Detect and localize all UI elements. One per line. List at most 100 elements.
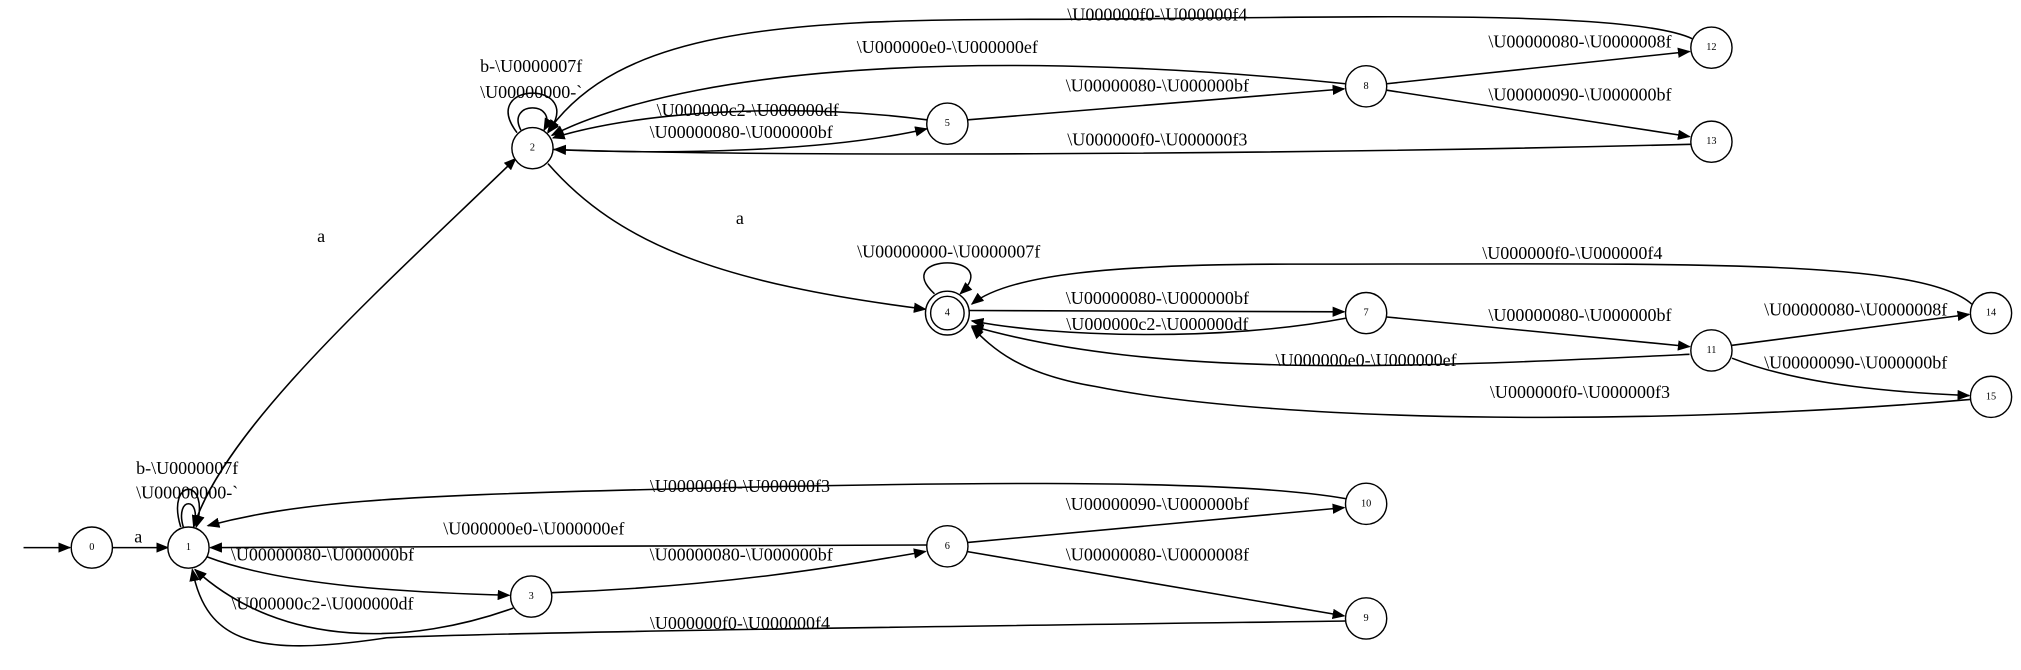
edge-13-to-2 xyxy=(553,143,1691,156)
edge-label: \U000000f0-\U000000f3 xyxy=(650,476,830,496)
edge-label: b-\U0000007f xyxy=(480,56,582,76)
edge-1-to-1 xyxy=(180,503,202,529)
state-node-5: 5 xyxy=(926,102,969,146)
state-circle xyxy=(70,526,114,569)
edge-3-to-1 xyxy=(193,568,514,635)
edge-8-to-2 xyxy=(550,64,1346,136)
edge-1-to-2 xyxy=(192,157,517,528)
state-node-13: 13 xyxy=(1690,120,1733,164)
edge-4-to-4 xyxy=(923,262,973,295)
state-label: 4 xyxy=(945,308,950,319)
edge-label: a xyxy=(134,526,142,546)
state-node-4: 4 xyxy=(924,290,970,336)
state-circle xyxy=(1969,375,2013,419)
state-circle xyxy=(1690,120,1733,164)
edge-11-to-14 xyxy=(1731,310,1971,347)
edge-label: \U00000080-\U000000bf xyxy=(1066,75,1249,95)
edge-label: \U00000080-\U000000bf xyxy=(650,544,833,564)
state-circle xyxy=(1344,291,1388,335)
edge-label: \U00000080-\U0000008f xyxy=(1764,300,1947,320)
edge-2-to-2 xyxy=(507,92,560,134)
accepting-inner-circle xyxy=(929,295,965,331)
state-label: 5 xyxy=(945,118,950,129)
edge-6-to-1 xyxy=(209,542,927,553)
state-circle xyxy=(1690,329,1733,372)
state-label: 14 xyxy=(1986,308,1996,319)
edge-label: b-\U0000007f xyxy=(136,458,238,478)
state-label: 9 xyxy=(1364,613,1369,624)
state-node-8: 8 xyxy=(1344,65,1388,108)
state-circle xyxy=(509,575,553,618)
edge-7-to-4 xyxy=(970,317,1346,336)
state-circle xyxy=(1690,26,1733,69)
state-node-1: 1 xyxy=(167,526,210,569)
state-circle xyxy=(926,524,969,568)
state-label: 10 xyxy=(1361,498,1371,509)
state-circle xyxy=(167,526,210,569)
state-label: 3 xyxy=(529,591,534,602)
edge-10-to-1 xyxy=(206,482,1346,528)
edge-label: \U00000000-` xyxy=(136,483,238,503)
edge-8-to-12 xyxy=(1386,47,1691,85)
edge-label: \U00000090-\U000000bf xyxy=(1764,353,1947,373)
edge-2-to-2 xyxy=(517,107,554,132)
state-node-7: 7 xyxy=(1344,291,1388,335)
edge-11-to-4 xyxy=(970,324,1690,367)
edge-5-to-2 xyxy=(551,109,927,140)
state-node-2: 2 xyxy=(511,126,554,170)
edge-9-to-1 xyxy=(189,568,1346,647)
edge-label: \U00000000-` xyxy=(480,82,582,102)
edge-label: \U00000080-\U0000008f xyxy=(1488,32,1671,52)
edge-label: \U00000080-\U000000bf xyxy=(650,122,833,142)
edge-label: \U00000080-\U000000bf xyxy=(1066,288,1249,308)
state-node-14: 14 xyxy=(1969,291,2013,335)
state-label: 15 xyxy=(1986,391,1996,402)
edge-6-to-10 xyxy=(967,503,1346,544)
edge-label: \U000000f0-\U000000f4 xyxy=(1482,243,1662,263)
edge-11-to-15 xyxy=(1731,357,1971,401)
state-node-11: 11 xyxy=(1690,329,1733,372)
state-circle xyxy=(1344,65,1388,108)
state-label: 12 xyxy=(1706,42,1716,53)
state-label: 13 xyxy=(1706,136,1716,147)
edge-15-to-4 xyxy=(970,326,1971,419)
edge-label: \U00000090-\U000000bf xyxy=(1066,494,1249,514)
state-label: 11 xyxy=(1706,345,1716,356)
state-label: 6 xyxy=(945,541,950,552)
state-node-0: 0 xyxy=(70,526,114,569)
edge-label: \U000000f0-\U000000f3 xyxy=(1067,130,1247,150)
edge-3-to-6 xyxy=(551,548,927,594)
edge-label: \U000000e0-\U000000ef xyxy=(857,37,1038,57)
state-label: 0 xyxy=(89,542,94,553)
state-label: 2 xyxy=(530,143,535,154)
state-label: 7 xyxy=(1364,308,1369,319)
edge-12-to-2 xyxy=(547,16,1693,133)
edge-label: \U000000e0-\U000000ef xyxy=(1276,350,1457,370)
edge-7-to-11 xyxy=(1386,316,1691,351)
edge-label: \U00000080-\U000000bf xyxy=(1488,305,1671,325)
edge-label: \U000000f0-\U000000f4 xyxy=(1067,5,1247,25)
edge-label: \U000000f0-\U000000f3 xyxy=(1490,382,1670,402)
state-node-15: 15 xyxy=(1969,375,2013,419)
state-circle xyxy=(1344,482,1388,526)
state-label: 1 xyxy=(186,542,191,553)
edge-label: \U000000e0-\U000000ef xyxy=(443,519,624,539)
state-circle xyxy=(1969,291,2013,335)
edge-label: a xyxy=(317,226,325,246)
edge-label: \U000000c2-\U000000df xyxy=(231,593,413,613)
edge-label: a xyxy=(736,208,744,228)
edge-2-to-4 xyxy=(547,163,927,313)
state-circle xyxy=(511,126,554,170)
edge-14-to-4 xyxy=(970,263,1973,305)
edge-6-to-9 xyxy=(966,550,1346,620)
state-label: 8 xyxy=(1364,81,1369,92)
state-node-6: 6 xyxy=(926,524,969,568)
state-circle xyxy=(1344,597,1388,640)
edge-label: \U000000f0-\U000000f4 xyxy=(650,613,830,633)
edge-5-to-8 xyxy=(967,84,1346,121)
state-node-12: 12 xyxy=(1690,26,1733,69)
edge-label: \U000000c2-\U000000df xyxy=(657,100,839,120)
edge-label: \U00000080-\U000000bf xyxy=(231,544,414,564)
